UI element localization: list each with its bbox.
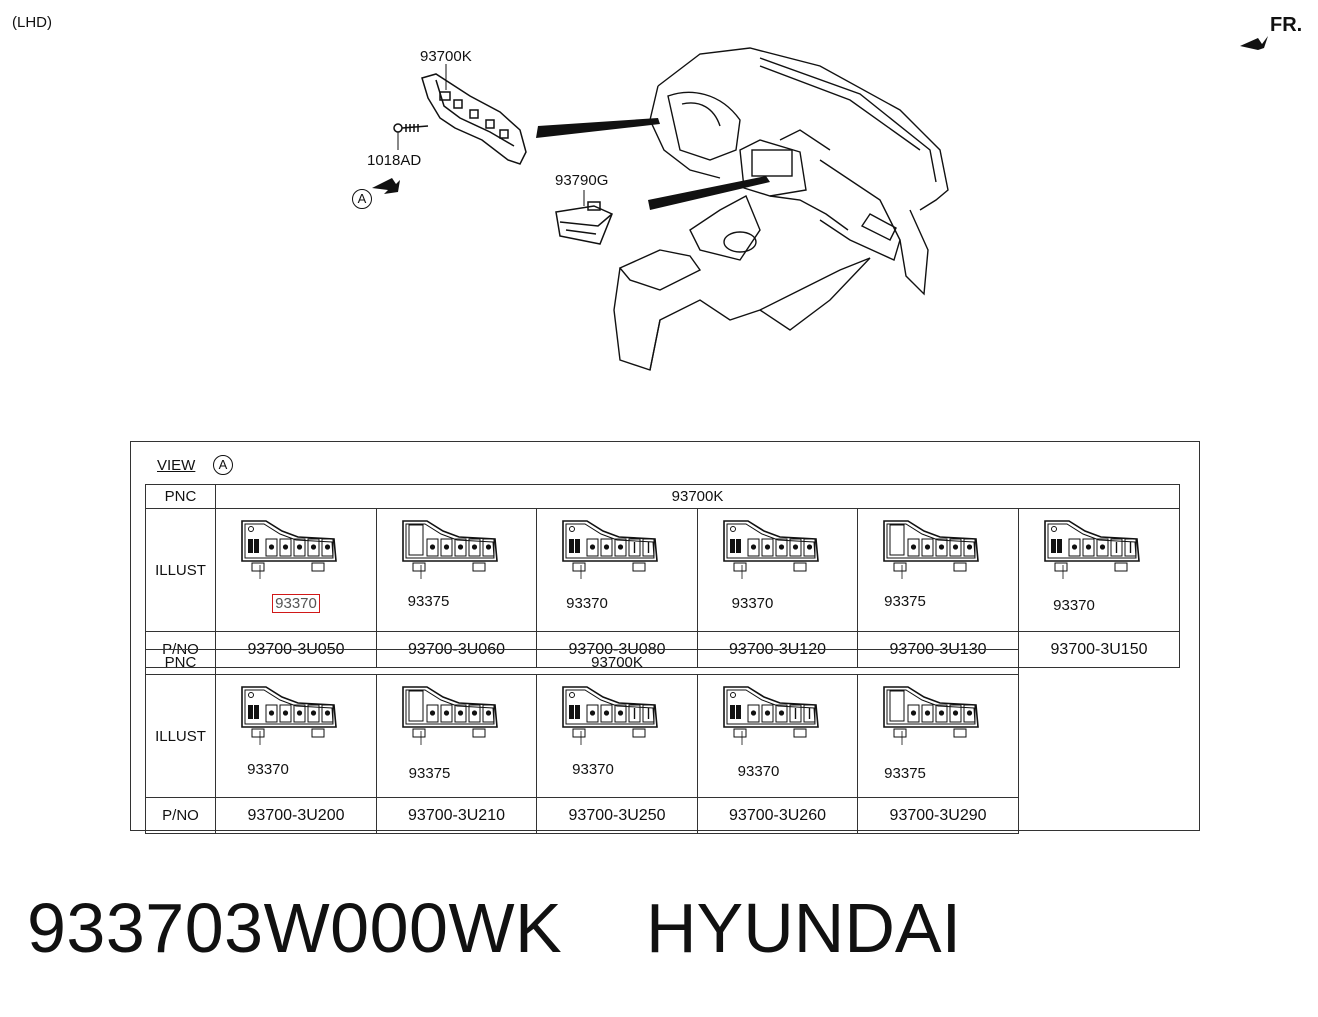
switch-panel-illustration	[1044, 520, 1140, 579]
part-code: 93370	[1053, 597, 1095, 614]
view-panel-marker: A	[213, 455, 233, 475]
part-code: 93375	[884, 593, 926, 610]
module-part	[555, 201, 613, 245]
part-number: 93700-3U250	[536, 797, 698, 834]
view-marker-circle: A	[352, 189, 372, 209]
parts-table-row2: PNC 93700K ILLUST 93370 93375 93370 9337…	[145, 649, 1020, 834]
illust-cell: 93375	[856, 674, 1020, 798]
part-code: 93375	[407, 593, 450, 610]
variant-label: (LHD)	[12, 14, 52, 31]
switch-panel-illustration	[723, 520, 819, 579]
dashboard-outline	[613, 47, 949, 371]
part-number-title: 933703W000WK	[27, 889, 563, 967]
illust-label: ILLUST	[145, 508, 216, 632]
part-code: 93370	[566, 595, 608, 612]
part-code: 93375	[884, 765, 926, 782]
switch-panel-illustration	[562, 520, 658, 579]
illust-cell: 93370	[1017, 508, 1181, 632]
callout-module: 93790G	[555, 172, 609, 189]
switch-panel-illustration	[723, 686, 819, 745]
part-number: 93700-3U290	[856, 797, 1020, 834]
brand-name: HYUNDAI	[646, 889, 962, 967]
pointer-arrow-1	[536, 118, 660, 138]
switch-panel-illustration	[402, 520, 498, 579]
switch-panel-illustration	[241, 686, 337, 745]
pnc-label: PNC	[145, 649, 216, 675]
part-code: 93370	[272, 594, 320, 613]
switch-panel-illustration	[883, 520, 979, 579]
view-arrow-icon	[372, 178, 400, 194]
illust-cell: 93370	[697, 674, 858, 798]
part-code: 93370	[247, 761, 289, 778]
part-number: 93700-3U200	[215, 797, 377, 834]
illust-cell: 93370	[215, 674, 377, 798]
pno-label: P/NO	[145, 797, 216, 834]
callout-screw: 1018AD	[367, 152, 422, 169]
switch-panel-part	[421, 73, 527, 165]
switch-panel-illustration	[562, 686, 658, 745]
part-code: 93370	[731, 595, 774, 612]
part-code: 93375	[408, 765, 451, 782]
parts-table-row1: PNC 93700K ILLUST 93370 93375 93370 9337…	[145, 484, 1181, 668]
part-number: 93700-3U150	[1017, 631, 1181, 668]
switch-panel-illustration	[241, 520, 337, 579]
switch-panel-illustration	[402, 686, 498, 745]
switch-panel-illustration	[883, 686, 979, 745]
pnc-value: 93700K	[214, 649, 1020, 675]
illust-cell: 93375	[857, 508, 1019, 632]
part-code: 93370	[572, 761, 614, 778]
pnc-label: PNC	[145, 484, 216, 509]
callout-panel: 93700K	[420, 48, 472, 65]
pnc-value: 93700K	[214, 484, 1181, 509]
part-number: 93700-3U260	[697, 797, 858, 834]
part-code: 93370	[737, 763, 780, 780]
illust-cell: 93370	[536, 674, 698, 798]
illust-cell: 93370	[536, 508, 698, 632]
view-label: VIEW	[157, 457, 196, 474]
part-number: 93700-3U210	[376, 797, 537, 834]
dashboard-exploded-diagram	[372, 36, 1268, 371]
front-arrow-icon	[1240, 36, 1268, 50]
illust-cell: 93375	[376, 674, 537, 798]
screw-part	[393, 123, 429, 133]
front-label: FR.	[1270, 14, 1303, 36]
illust-cell: 93370	[697, 508, 858, 632]
pointer-arrow-2	[648, 176, 770, 210]
illust-cell: 93370	[215, 508, 377, 632]
illust-cell: 93375	[376, 508, 537, 632]
illust-label: ILLUST	[145, 674, 216, 798]
